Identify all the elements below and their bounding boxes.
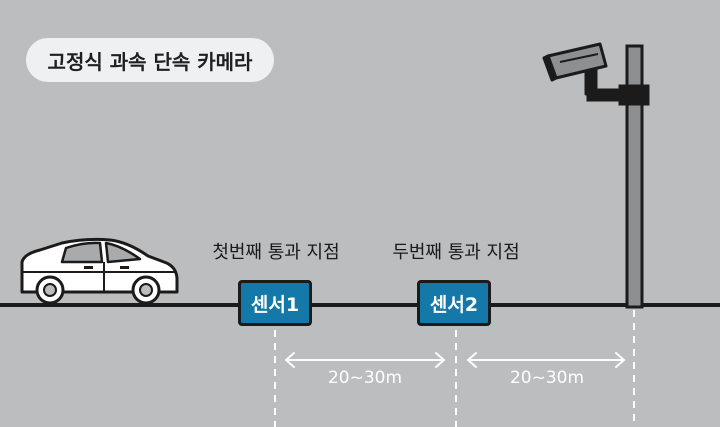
distance-label-1: 20~30m (327, 368, 403, 388)
pole-icon (586, 44, 650, 309)
camera-icon (542, 42, 608, 96)
distance-arrow-1 (285, 352, 445, 368)
sensor-1-box: 센서1 (238, 280, 312, 326)
distance-arrow-2 (467, 352, 625, 368)
distance-label-2: 20~30m (509, 368, 585, 388)
first-pass-point-label: 첫번째 통과 지점 (212, 242, 340, 263)
guide-lines (274, 310, 635, 427)
sensor-2-box: 센서2 (417, 280, 491, 326)
car-icon (20, 237, 179, 305)
page-title: 고정식 과속 단속 카메라 (26, 38, 274, 82)
second-pass-point-label: 두번째 통과 지점 (392, 242, 520, 263)
distance-arrows (285, 352, 625, 368)
